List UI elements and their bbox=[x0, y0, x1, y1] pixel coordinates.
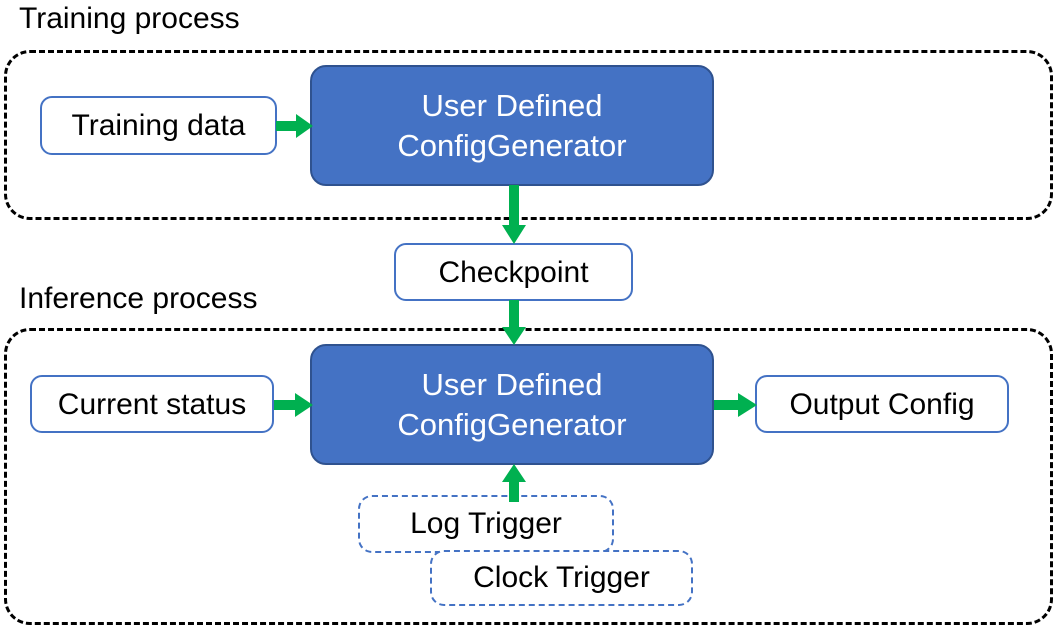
node-user-defined-config-generator-inference[interactable]: User Defined ConfigGenerator bbox=[310, 344, 714, 465]
node-checkpoint[interactable]: Checkpoint bbox=[394, 243, 633, 301]
arrow-checkpoint-to-generator-icon bbox=[500, 300, 528, 346]
training-process-container bbox=[4, 50, 1053, 220]
node-output-config-label: Output Config bbox=[789, 387, 975, 421]
arrow-triggers-to-generator-icon bbox=[500, 464, 528, 502]
arrow-training-data-to-generator-icon bbox=[276, 112, 314, 140]
inference-process-caption: Inference process bbox=[19, 282, 258, 315]
arrow-current-status-to-generator-icon bbox=[274, 391, 314, 419]
inference-process-container bbox=[4, 328, 1053, 625]
node-generator-inference-line1: User Defined bbox=[421, 366, 603, 402]
node-clock-trigger[interactable]: Clock Trigger bbox=[430, 550, 693, 606]
node-generator-training-line2: ConfigGenerator bbox=[397, 127, 627, 163]
arrow-generator-to-checkpoint-icon bbox=[500, 185, 528, 245]
node-current-status-label: Current status bbox=[57, 387, 247, 421]
node-training-data-label: Training data bbox=[71, 109, 246, 142]
node-generator-inference-line2: ConfigGenerator bbox=[397, 406, 627, 442]
training-process-caption: Training process bbox=[19, 2, 240, 35]
node-current-status[interactable]: Current status bbox=[30, 375, 274, 433]
node-generator-training-line1: User Defined bbox=[421, 87, 603, 123]
node-output-config[interactable]: Output Config bbox=[755, 375, 1009, 433]
node-clock-trigger-label: Clock Trigger bbox=[473, 561, 650, 594]
node-log-trigger-label: Log Trigger bbox=[410, 507, 562, 540]
node-checkpoint-label: Checkpoint bbox=[438, 255, 589, 289]
node-log-trigger[interactable]: Log Trigger bbox=[358, 495, 614, 553]
arrow-generator-to-output-icon bbox=[714, 391, 758, 419]
node-user-defined-config-generator-training[interactable]: User Defined ConfigGenerator bbox=[310, 65, 714, 186]
node-training-data[interactable]: Training data bbox=[40, 96, 277, 155]
